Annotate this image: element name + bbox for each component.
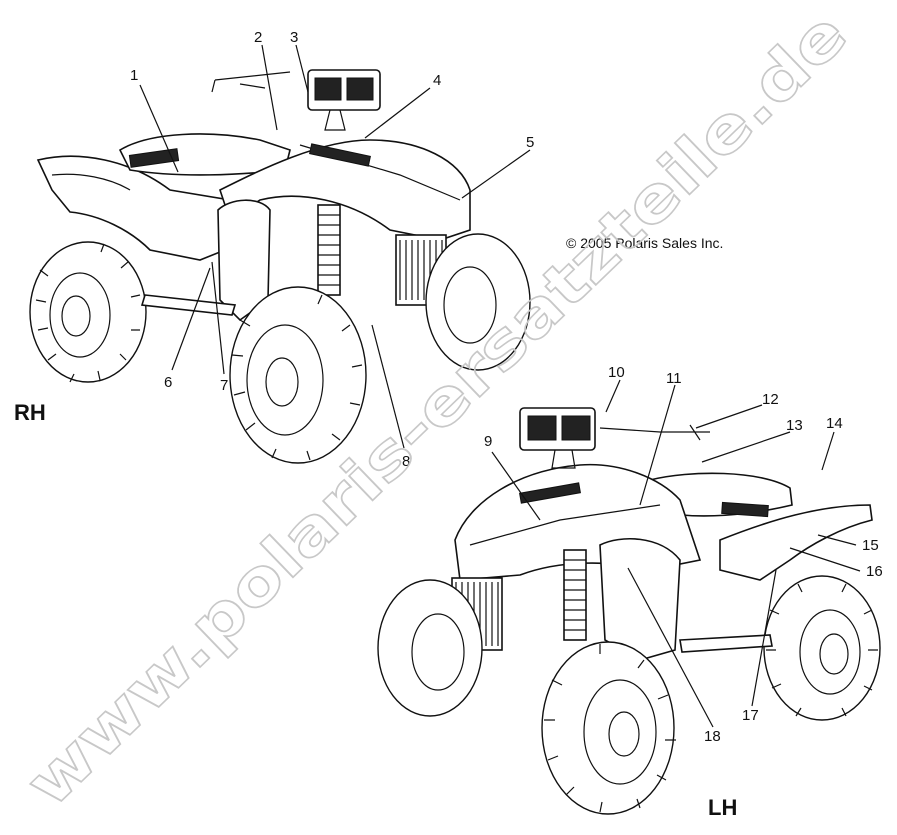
callout-14: 14 — [826, 415, 843, 432]
callout-17: 17 — [742, 707, 759, 724]
callout-10: 10 — [608, 364, 625, 381]
callout-2: 2 — [254, 29, 262, 46]
atv-left-hand-view — [377, 407, 881, 815]
atv-right-hand-view — [29, 69, 531, 464]
callout-18: 18 — [704, 728, 721, 745]
rh-front-tire-far — [425, 233, 531, 371]
callout-numbers: 1 2 3 4 5 6 7 8 9 10 11 12 13 14 15 16 1… — [130, 29, 883, 745]
callout-1: 1 — [130, 67, 138, 84]
view-label-lh: LH — [708, 795, 737, 820]
lh-seat-decal — [721, 501, 769, 518]
rh-rear-tire — [29, 241, 147, 383]
callout-16: 16 — [866, 563, 883, 580]
lh-front-shock — [563, 549, 587, 641]
view-label-rh: RH — [14, 400, 46, 425]
rh-front-tire — [229, 286, 367, 464]
callout-6: 6 — [164, 374, 172, 391]
rh-headlight-pod — [211, 69, 381, 131]
callout-12: 12 — [762, 391, 779, 408]
callout-13: 13 — [786, 417, 803, 434]
copyright-notice: © 2005 Polaris Sales Inc. — [566, 235, 723, 251]
callout-4: 4 — [433, 72, 441, 89]
callout-15: 15 — [862, 537, 879, 554]
callout-7: 7 — [220, 377, 228, 394]
callout-3: 3 — [290, 29, 298, 46]
lh-headlight-pod — [519, 407, 710, 469]
lh-rear-tire — [763, 575, 881, 721]
rh-seat-decal — [128, 148, 180, 168]
lh-front-tire — [541, 641, 676, 815]
callout-8: 8 — [402, 453, 410, 470]
lh-rear-fender — [719, 504, 873, 581]
callout-9: 9 — [484, 433, 492, 450]
callout-11: 11 — [666, 370, 682, 387]
rh-front-shock — [317, 204, 341, 296]
callout-5: 5 — [526, 134, 534, 151]
leader-lines — [139, 44, 861, 728]
lh-front-tire-far — [377, 579, 483, 717]
rh-front-fender — [219, 139, 471, 241]
